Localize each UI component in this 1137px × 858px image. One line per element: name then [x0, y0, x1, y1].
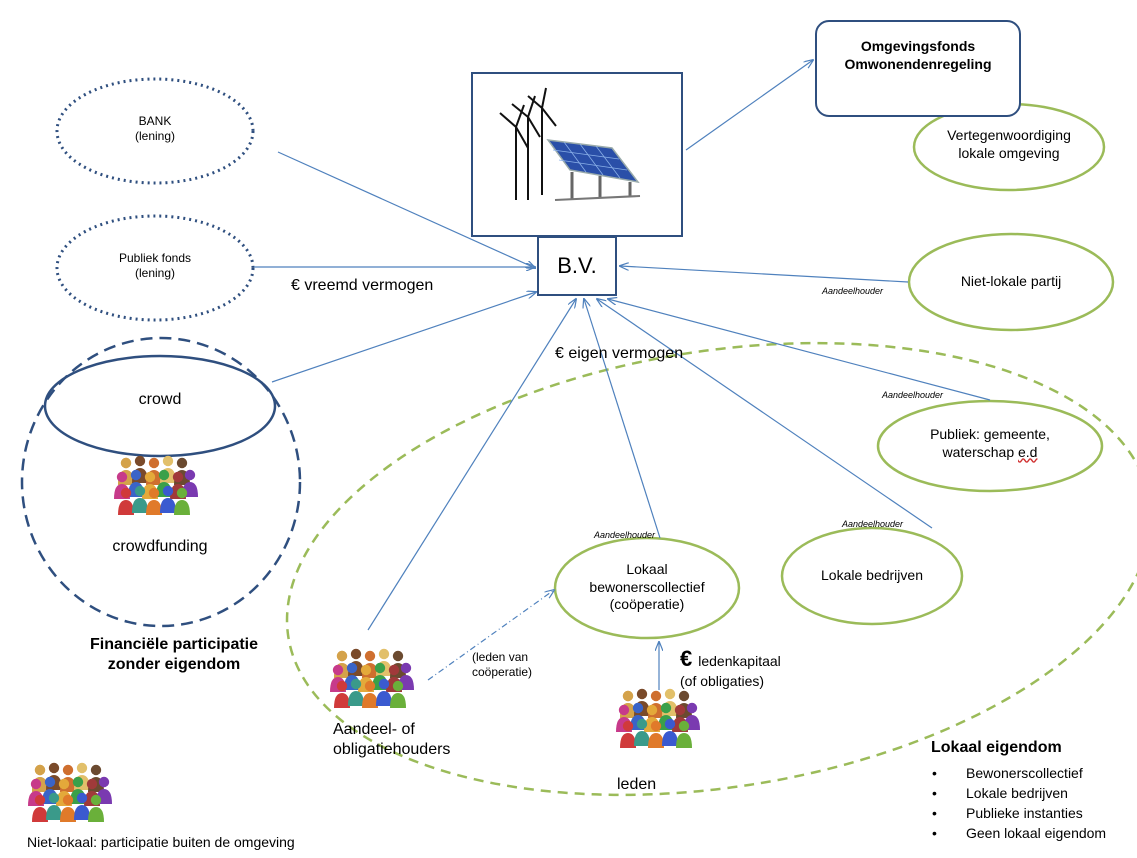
- eigen-vermogen-label: € eigen vermogen: [555, 345, 684, 362]
- bewonerscollectief-line2: bewonerscollectief: [589, 578, 705, 595]
- bank-line2: (lening): [134, 129, 176, 143]
- crowdfunding-boundary: [20, 336, 302, 628]
- aandeelhouder-label-niet-lokaal: Aandeelhouder: [822, 286, 884, 296]
- aandeelhouder-label-collectief: Aandeelhouder: [594, 530, 656, 540]
- lokale-bedrijven-label: Lokale bedrijven: [821, 567, 923, 583]
- aandeelhouder-label-bedrijven: Aandeelhouder: [842, 519, 904, 529]
- lokaal-eigendom-boundary: [285, 341, 1137, 797]
- people-group-icon: [616, 689, 700, 748]
- arrow-to-omgevingsfonds: [685, 60, 813, 151]
- lokaal-eigendom-title: Lokaal eigendom: [931, 739, 1062, 756]
- omgevingsfonds-label: Omgevingsfonds Omwonendenregeling: [815, 38, 1021, 73]
- lokaal-eigendom-item: Geen lokaal eigendom: [932, 823, 1106, 843]
- bv-label: B.V.: [557, 253, 597, 278]
- aandeelhouders-line1: Aandeel- of: [333, 721, 415, 738]
- bewonerscollectief-node: [553, 536, 741, 640]
- niet-lokale-partij-label: Niet-lokale partij: [960, 273, 1062, 289]
- omgevingsfonds-box: [815, 20, 1021, 117]
- bank-node: [55, 77, 255, 185]
- vertegenwoordiging-label: Vertegenwoordiging lokale omgeving: [914, 127, 1104, 162]
- arrow-niet-lokale-partij-to-bv: [620, 266, 909, 283]
- aandeelhouder-label-publiek: Aandeelhouder: [882, 390, 944, 400]
- bewonerscollectief-line3: (coöperatie): [609, 596, 685, 612]
- financiele-participatie-label: Financiële participatie zonder eigendom: [50, 635, 298, 675]
- leden-van-line2: coöperatie): [472, 665, 533, 679]
- bewonerscollectief-label: Lokaal bewonerscollectief (coöperatie): [555, 561, 739, 614]
- people-group-icon: [330, 649, 414, 708]
- arrow-bank-to-bv: [277, 151, 535, 268]
- arrow-collectief-to-bv: [584, 299, 661, 539]
- financiele-participatie-line1: Financiële participatie: [89, 636, 259, 653]
- vertegenwoordiging-line1: Vertegenwoordiging: [947, 127, 1071, 143]
- bank-label: BANK (lening): [57, 114, 253, 144]
- vertegenwoordiging-line2: lokale omgeving: [958, 144, 1060, 161]
- solar-panel-icon: [546, 139, 641, 201]
- people-group-icon: [114, 456, 198, 515]
- leden-van-label: (leden van coöperatie): [472, 650, 532, 680]
- crowd-node: [43, 354, 277, 458]
- lokaal-eigendom-item: Publieke instanties: [932, 803, 1106, 823]
- ledenkapitaal-label: € ledenkapitaal (of obligaties): [680, 645, 781, 690]
- ledenkapitaal-text: ledenkapitaal: [698, 653, 781, 669]
- lokaal-eigendom-item: Lokale bedrijven: [932, 783, 1106, 803]
- niet-lokaal-label: Niet-lokaal: participatie buiten de omge…: [27, 834, 295, 850]
- crowdfunding-label: crowdfunding: [112, 538, 208, 555]
- arrow-aandeelhouders-to-bv: [367, 299, 576, 631]
- aandeelhouders-line2: obligatiehouders: [333, 741, 451, 758]
- lokaal-eigendom-list: Bewonerscollectief Lokale bedrijven Publ…: [932, 763, 1106, 843]
- bank-line1: BANK: [138, 114, 172, 128]
- publiek-node: [876, 399, 1104, 493]
- leden-label: leden: [617, 776, 657, 793]
- bewonerscollectief-line1: Lokaal: [626, 561, 668, 577]
- lokale-bedrijven-node: [780, 526, 964, 626]
- publiek-fonds-line1: Publiek fonds: [118, 251, 192, 265]
- publiek-line1: Publiek: gemeente,: [930, 426, 1050, 442]
- people-group-icon: [28, 763, 112, 822]
- omgevingsfonds-line2: Omwonendenregeling: [844, 55, 992, 72]
- publiek-fonds-label: Publiek fonds (lening): [57, 251, 253, 281]
- publiek-fonds-node: [55, 214, 255, 322]
- ledenkapitaal-line1: € ledenkapitaal: [680, 645, 781, 673]
- publiek-label: Publiek: gemeente, waterschap e.d: [878, 426, 1102, 461]
- wind-turbines-icon: [499, 87, 557, 200]
- bv-node: B.V.: [537, 236, 617, 296]
- publiek-line2b: e.d: [1018, 443, 1038, 460]
- ledenkapitaal-line2: (of obligaties): [680, 672, 765, 689]
- arrow-bedrijven-to-bv: [597, 299, 933, 529]
- lokaal-eigendom-item: Bewonerscollectief: [932, 763, 1106, 783]
- arrow-publiek-to-bv: [608, 299, 991, 401]
- ledenkapitaal-euro: €: [680, 646, 693, 671]
- arrow-crowd-to-bv: [271, 292, 536, 383]
- publiek-fonds-line2: (lening): [134, 266, 176, 280]
- vreemd-vermogen-label: € vreemd vermogen: [291, 277, 434, 294]
- leden-van-line1: (leden van: [472, 650, 529, 664]
- niet-lokale-partij-node: [907, 232, 1115, 332]
- crowd-label: crowd: [138, 391, 182, 408]
- omgevingsfonds-line1: Omgevingsfonds: [860, 38, 976, 54]
- publiek-line2a: waterschap: [942, 443, 1018, 460]
- publiek-line2: waterschap e.d: [878, 444, 1102, 462]
- aandeelhouders-label: Aandeel- of obligatiehouders: [333, 720, 450, 760]
- financiele-participatie-line2: zonder eigendom: [107, 656, 241, 673]
